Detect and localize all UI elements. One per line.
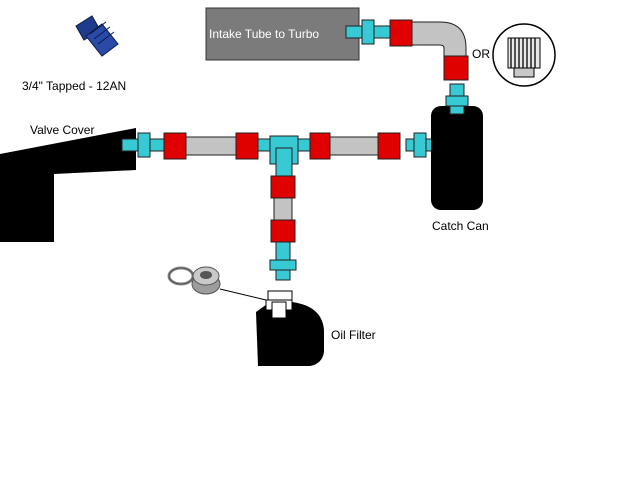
an-adapter-icon [75,15,119,57]
oil-filter-fitting [269,241,297,281]
oil-filter [256,290,324,366]
left-hose [163,132,259,160]
valve-cover-label: Valve Cover [30,123,94,137]
tee-fitting [257,135,311,177]
catch-can [431,83,483,210]
breather-filter-icon [492,23,556,87]
or-label: OR [472,47,490,61]
fitting-spec-label: 3/4" Tapped - 12AN [22,79,126,93]
right-hose [309,132,447,160]
down-hose [270,175,296,243]
intake-hose-assembly [345,19,469,81]
bung-leader-line [219,288,267,301]
oil-filter-label: Oil Filter [331,328,376,342]
catch-can-label: Catch Can [432,219,489,233]
valve-cover [0,128,136,242]
bung-icon [191,266,221,295]
intake-tube-label: Intake Tube to Turbo [209,27,319,41]
intake-tube: Intake Tube to Turbo [205,7,360,61]
